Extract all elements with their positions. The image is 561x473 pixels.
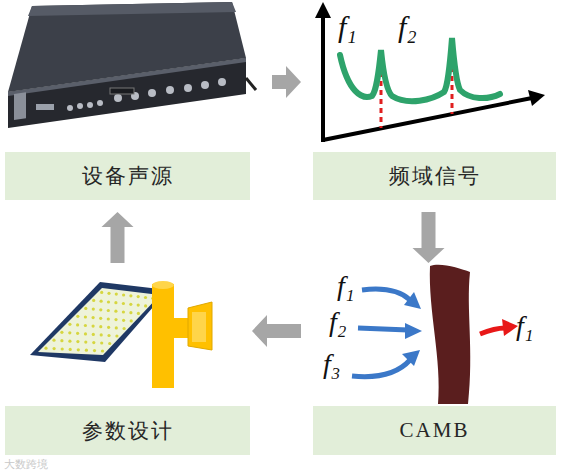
- panel-dot: [130, 319, 133, 322]
- flow-arrow: [252, 315, 301, 347]
- panel-dot: [76, 332, 79, 335]
- panel-dot: [61, 347, 64, 350]
- panel-dot: [92, 333, 95, 336]
- panel-dot: [44, 347, 47, 350]
- flow-arrow: [102, 212, 134, 263]
- panel-dot: [137, 312, 140, 315]
- audio-device: [8, 2, 256, 128]
- panel-dot: [84, 324, 87, 327]
- label-box: 频域信号: [313, 152, 556, 200]
- panel-dot: [76, 323, 79, 326]
- panel-dot: [101, 349, 104, 352]
- panel-dot: [107, 317, 110, 320]
- camb-illustration: [352, 265, 518, 404]
- panel-dot: [123, 327, 126, 330]
- box-label: 参数设计: [82, 417, 174, 445]
- panel-dot: [52, 339, 55, 342]
- box-label: 频域信号: [389, 162, 481, 190]
- panel-dot: [92, 299, 95, 302]
- panel-dot: [122, 319, 125, 322]
- panel-dot: [92, 316, 95, 319]
- frequency-label: f₁: [338, 12, 357, 42]
- flow-arrow: [413, 212, 445, 263]
- box-label: 设备声源: [82, 162, 174, 190]
- panel-dot: [92, 341, 95, 344]
- panel-dot: [114, 318, 117, 321]
- panel-dot: [100, 291, 103, 294]
- panel-dot: [115, 326, 118, 329]
- panel-dot: [60, 331, 63, 334]
- panel-dot: [99, 308, 102, 311]
- panel-dot: [115, 334, 118, 337]
- panel-dot: [114, 301, 117, 304]
- label-box: 参数设计: [5, 406, 250, 455]
- box-label: CAMB: [400, 418, 470, 443]
- frequency-label: f₃: [323, 350, 341, 378]
- panel-dot: [93, 349, 96, 352]
- panel-dot: [107, 292, 110, 295]
- panel-dot: [84, 307, 87, 310]
- panel-dot: [92, 325, 95, 328]
- panel-dot: [53, 347, 56, 350]
- frequency-label: f₂: [398, 12, 417, 42]
- panel-and-pipe: [30, 281, 212, 388]
- panel-dot: [144, 304, 147, 307]
- watermark: 大数跨境: [4, 459, 48, 470]
- panel-dot: [76, 340, 79, 343]
- panel-dot: [100, 341, 103, 344]
- panel-dot: [129, 303, 132, 306]
- flow-arrow: [272, 66, 301, 98]
- panel-dot: [77, 348, 80, 351]
- panel-dot: [76, 315, 79, 318]
- panel-dot: [60, 339, 63, 342]
- panel-dot: [129, 311, 132, 314]
- panel-dot: [115, 293, 118, 296]
- panel-dot: [107, 300, 110, 303]
- panel-dot: [84, 315, 87, 318]
- panel-dot: [122, 293, 125, 296]
- spectrum-graph: [315, 2, 545, 142]
- panel-dot: [137, 295, 140, 298]
- panel-dot: [107, 334, 110, 337]
- panel-dot: [84, 332, 87, 335]
- panel-dot: [99, 317, 102, 320]
- frequency-label: f₂: [329, 308, 347, 336]
- panel-dot: [99, 325, 102, 328]
- frequency-label: f₁: [516, 312, 534, 340]
- panel-dot: [68, 331, 71, 334]
- panel-dot: [69, 348, 72, 351]
- panel-dot: [114, 310, 117, 313]
- panel-dot: [84, 341, 87, 344]
- panel-dot: [129, 294, 132, 297]
- panel-dot: [100, 333, 103, 336]
- panel-dot: [122, 302, 125, 305]
- panel-dot: [68, 323, 71, 326]
- panel-dot: [107, 309, 110, 312]
- label-box: 设备声源: [5, 152, 250, 200]
- panel-dot: [108, 342, 111, 345]
- panel-dot: [100, 300, 103, 303]
- panel-dot: [137, 304, 140, 307]
- panel-dot: [122, 310, 125, 313]
- panel-dot: [68, 340, 71, 343]
- panel-dot: [107, 326, 110, 329]
- panel-dot: [144, 296, 147, 299]
- panel-dot: [92, 308, 95, 311]
- panel-dot: [85, 349, 88, 352]
- label-box: CAMB: [313, 406, 556, 455]
- frequency-label: f₁: [337, 272, 355, 300]
